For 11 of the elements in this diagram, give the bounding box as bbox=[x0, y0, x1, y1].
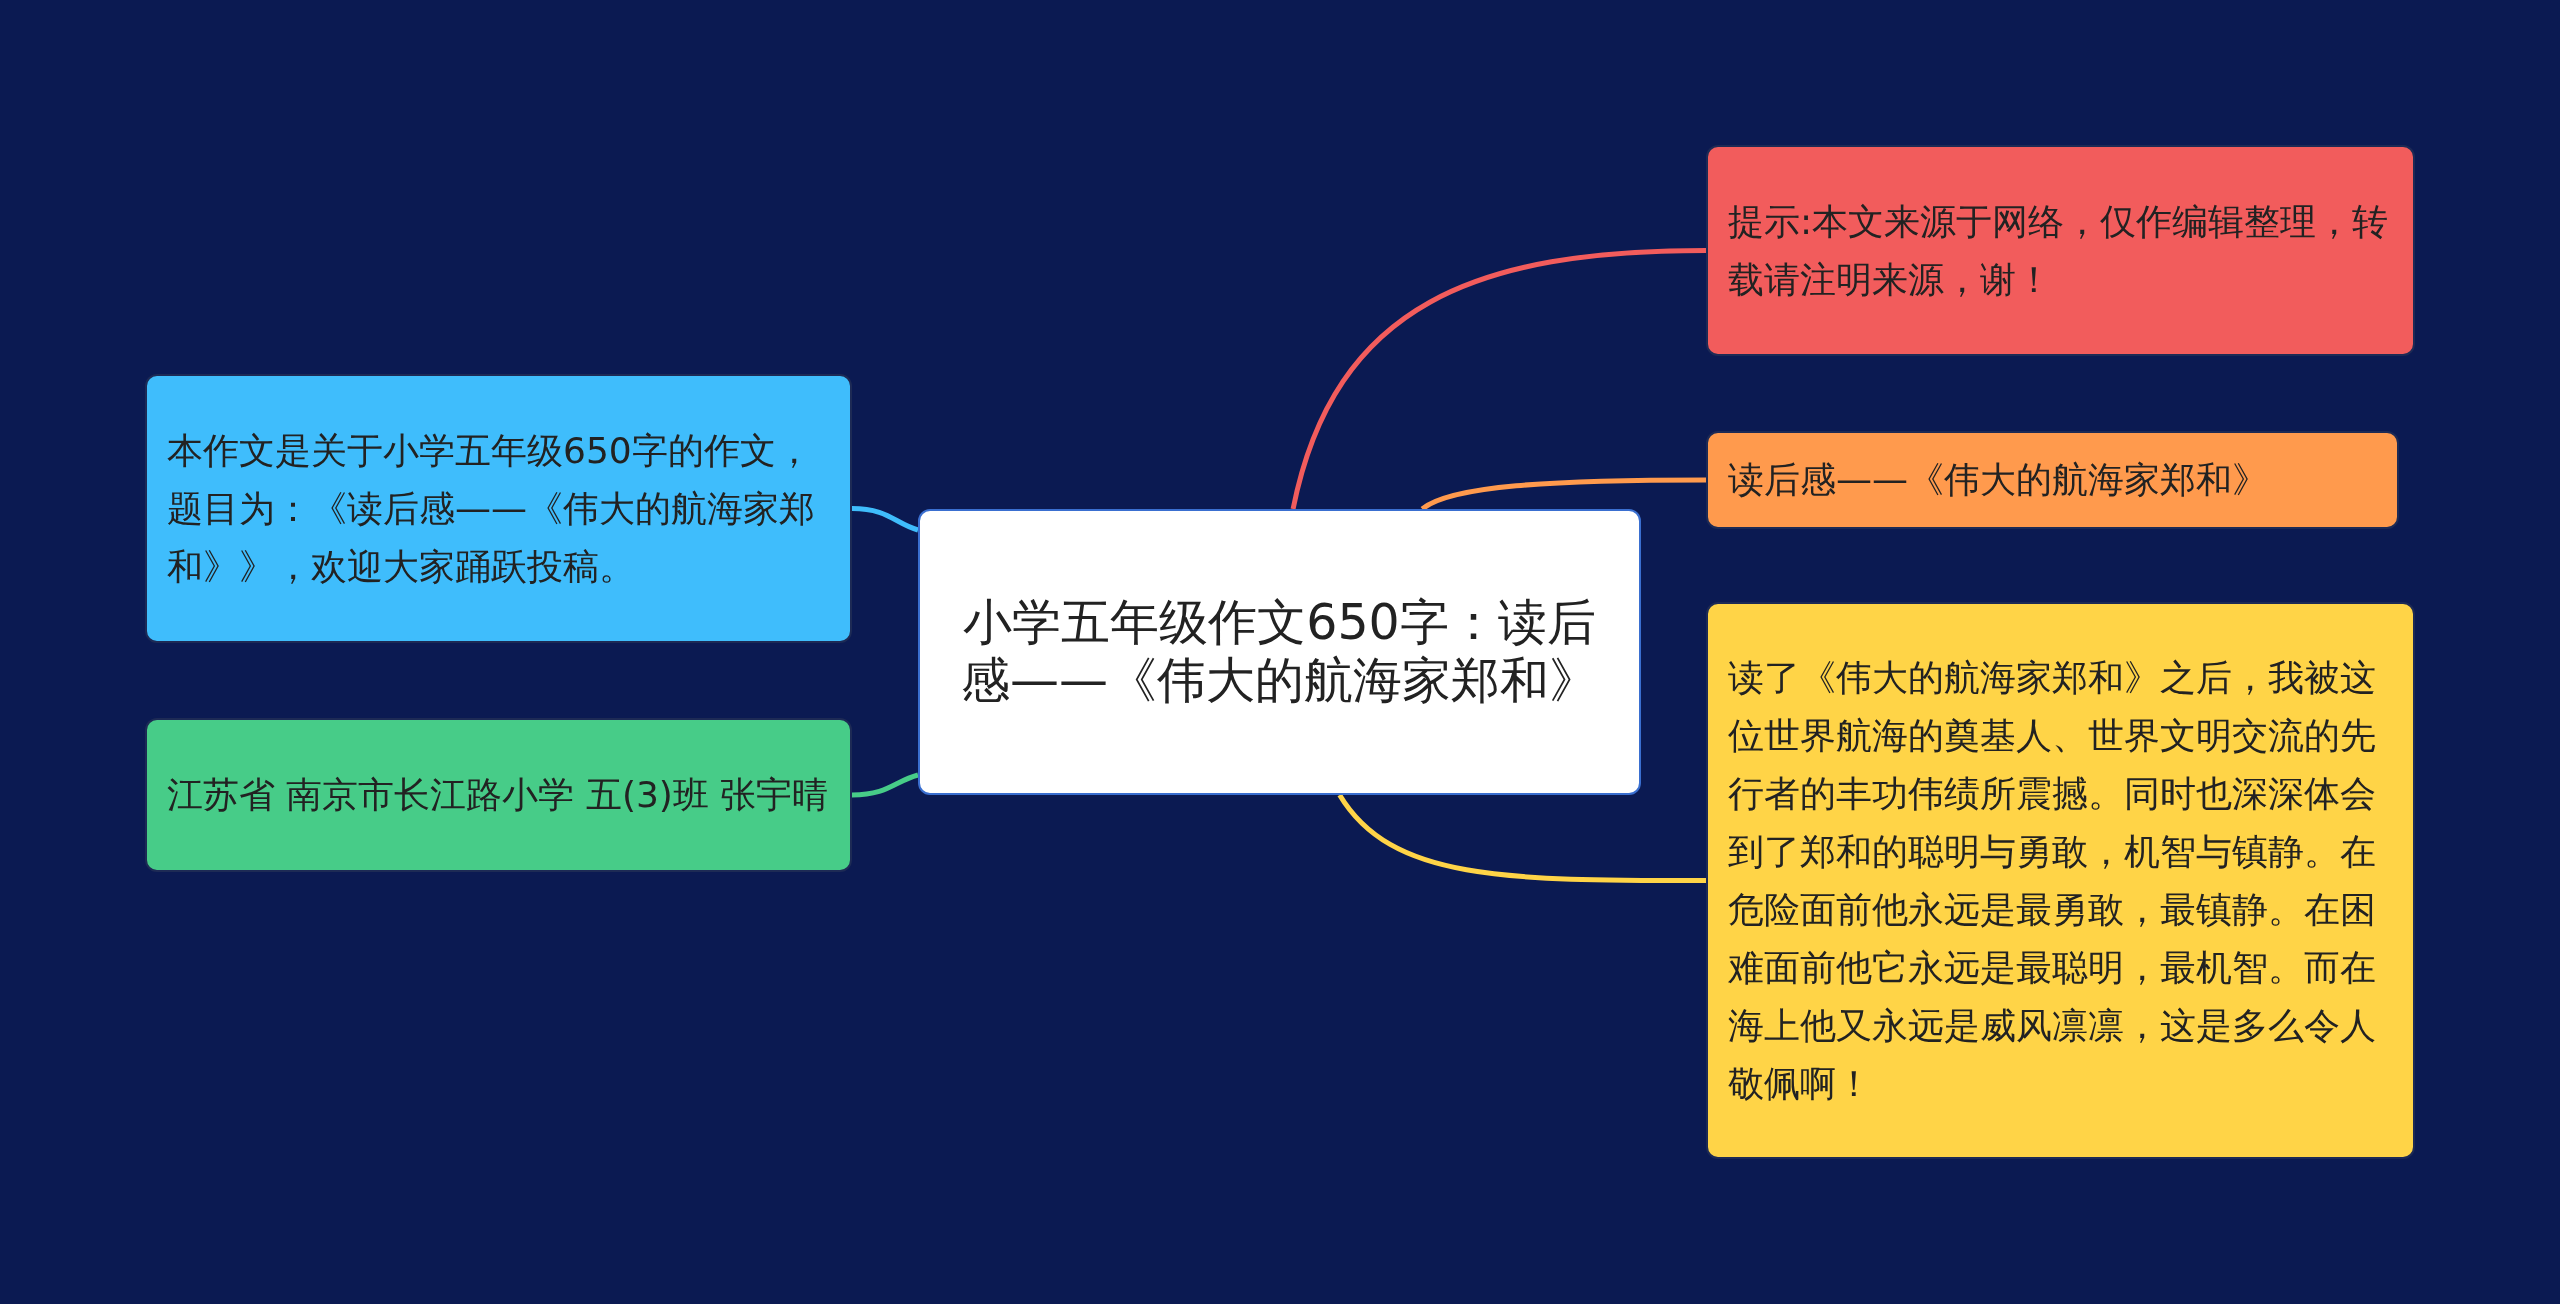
topic-box: 读了《伟大的航海家郑和》之后，我被这位世界航海的奠基人、世界文明交流的先行者的丰功伟绩所震撼。同时也深深体会到了郑和的聪明与勇敢，机智与镇静。在危险面前他永远是最勇敢，最镇静。在困难面前他它永远是最聪明，最机智。而在海上他又永远是威风凛凛，这是多么令人敬佩啊！ bbox=[1706, 602, 2415, 1159]
connector-line bbox=[851, 772, 919, 798]
topic-box: 读后感——《伟大的航海家郑和》 bbox=[1706, 431, 2399, 529]
connector-line bbox=[1420, 477, 1706, 512]
topic-box: 江苏省 南京市长江路小学 五(3)班 张宇晴 bbox=[145, 718, 852, 872]
connector-line bbox=[1337, 793, 1706, 883]
topic-box: 本作文是关于小学五年级650字的作文，题目为：《读后感——《伟大的航海家郑和》》，欢迎大家踊跃投稿。 bbox=[145, 374, 852, 643]
topic-box: 提示:本文来源于网络，仅作编辑整理，转载请注明来源，谢！ bbox=[1706, 145, 2415, 356]
connector-line bbox=[1290, 248, 1707, 510]
connector-line bbox=[851, 506, 919, 533]
central-topic-box: 小学五年级作文650字：读后感——《伟大的航海家郑和》 bbox=[918, 509, 1641, 795]
